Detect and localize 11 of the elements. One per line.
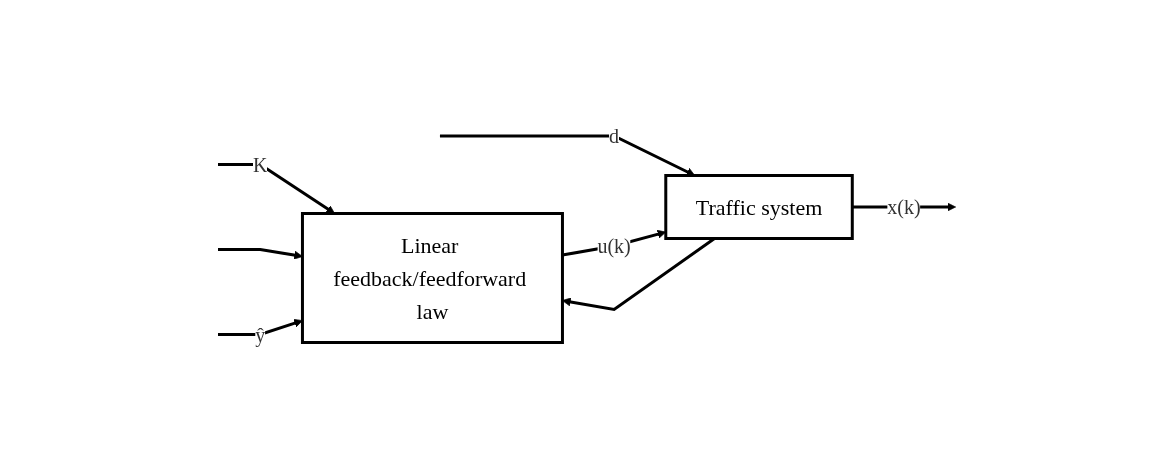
edge-label: K	[252, 153, 268, 176]
arrow	[217, 162, 335, 214]
node-box: Traffic system	[663, 173, 854, 240]
edge-label: d	[608, 124, 619, 147]
edge-label: ŷ	[254, 323, 265, 346]
node-box: Linear feedback/feedforward law	[300, 211, 564, 344]
arrow	[217, 318, 303, 336]
arrow	[217, 247, 303, 260]
arrow	[439, 134, 695, 176]
edge-label: u(k)	[597, 234, 631, 257]
edge-label: x(k)	[886, 195, 921, 218]
